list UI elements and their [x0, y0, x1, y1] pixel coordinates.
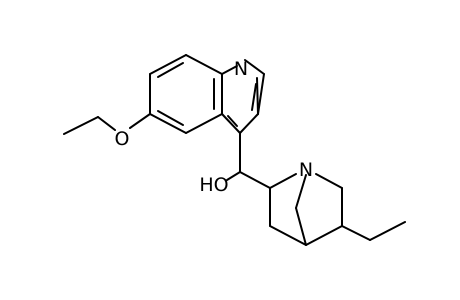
- bond: [185, 113, 223, 134]
- ethoxy-group: [63, 113, 151, 135]
- double-bond-inner: [251, 83, 257, 111]
- bond: [244, 59, 265, 75]
- double-bond-inner: [227, 115, 238, 127]
- bond: [295, 174, 307, 209]
- bond: [239, 171, 271, 189]
- bond: [185, 54, 223, 75]
- ethyl-group: [341, 221, 406, 241]
- double-bond-inner: [157, 110, 184, 126]
- bond: [256, 77, 259, 115]
- bond: [221, 65, 238, 75]
- bond: [149, 113, 187, 134]
- atom-label-quinoline-n: N: [234, 58, 248, 80]
- bond: [315, 173, 343, 189]
- bond: [369, 221, 406, 241]
- bond: [269, 225, 307, 246]
- bond: [226, 171, 241, 181]
- bond: [341, 225, 371, 241]
- pyridine-ring: [221, 59, 265, 134]
- bond: [295, 207, 307, 246]
- bond: [97, 116, 116, 131]
- bond: [305, 225, 343, 246]
- bond: [257, 73, 265, 115]
- bond: [269, 173, 297, 189]
- atom-label-bridgehead-n: N: [299, 159, 313, 181]
- bond: [221, 113, 241, 134]
- bond: [63, 116, 99, 135]
- atom-label-ether-o: O: [115, 128, 130, 150]
- double-bond-inner: [157, 62, 184, 78]
- carbinol-linker: [226, 132, 271, 189]
- benzo-ring: [149, 54, 223, 134]
- quinuclidine-cage: [269, 173, 343, 246]
- bond: [149, 54, 187, 75]
- bond: [129, 113, 151, 129]
- atom-label-hydroxyl: HO: [199, 174, 228, 196]
- bond: [239, 113, 259, 134]
